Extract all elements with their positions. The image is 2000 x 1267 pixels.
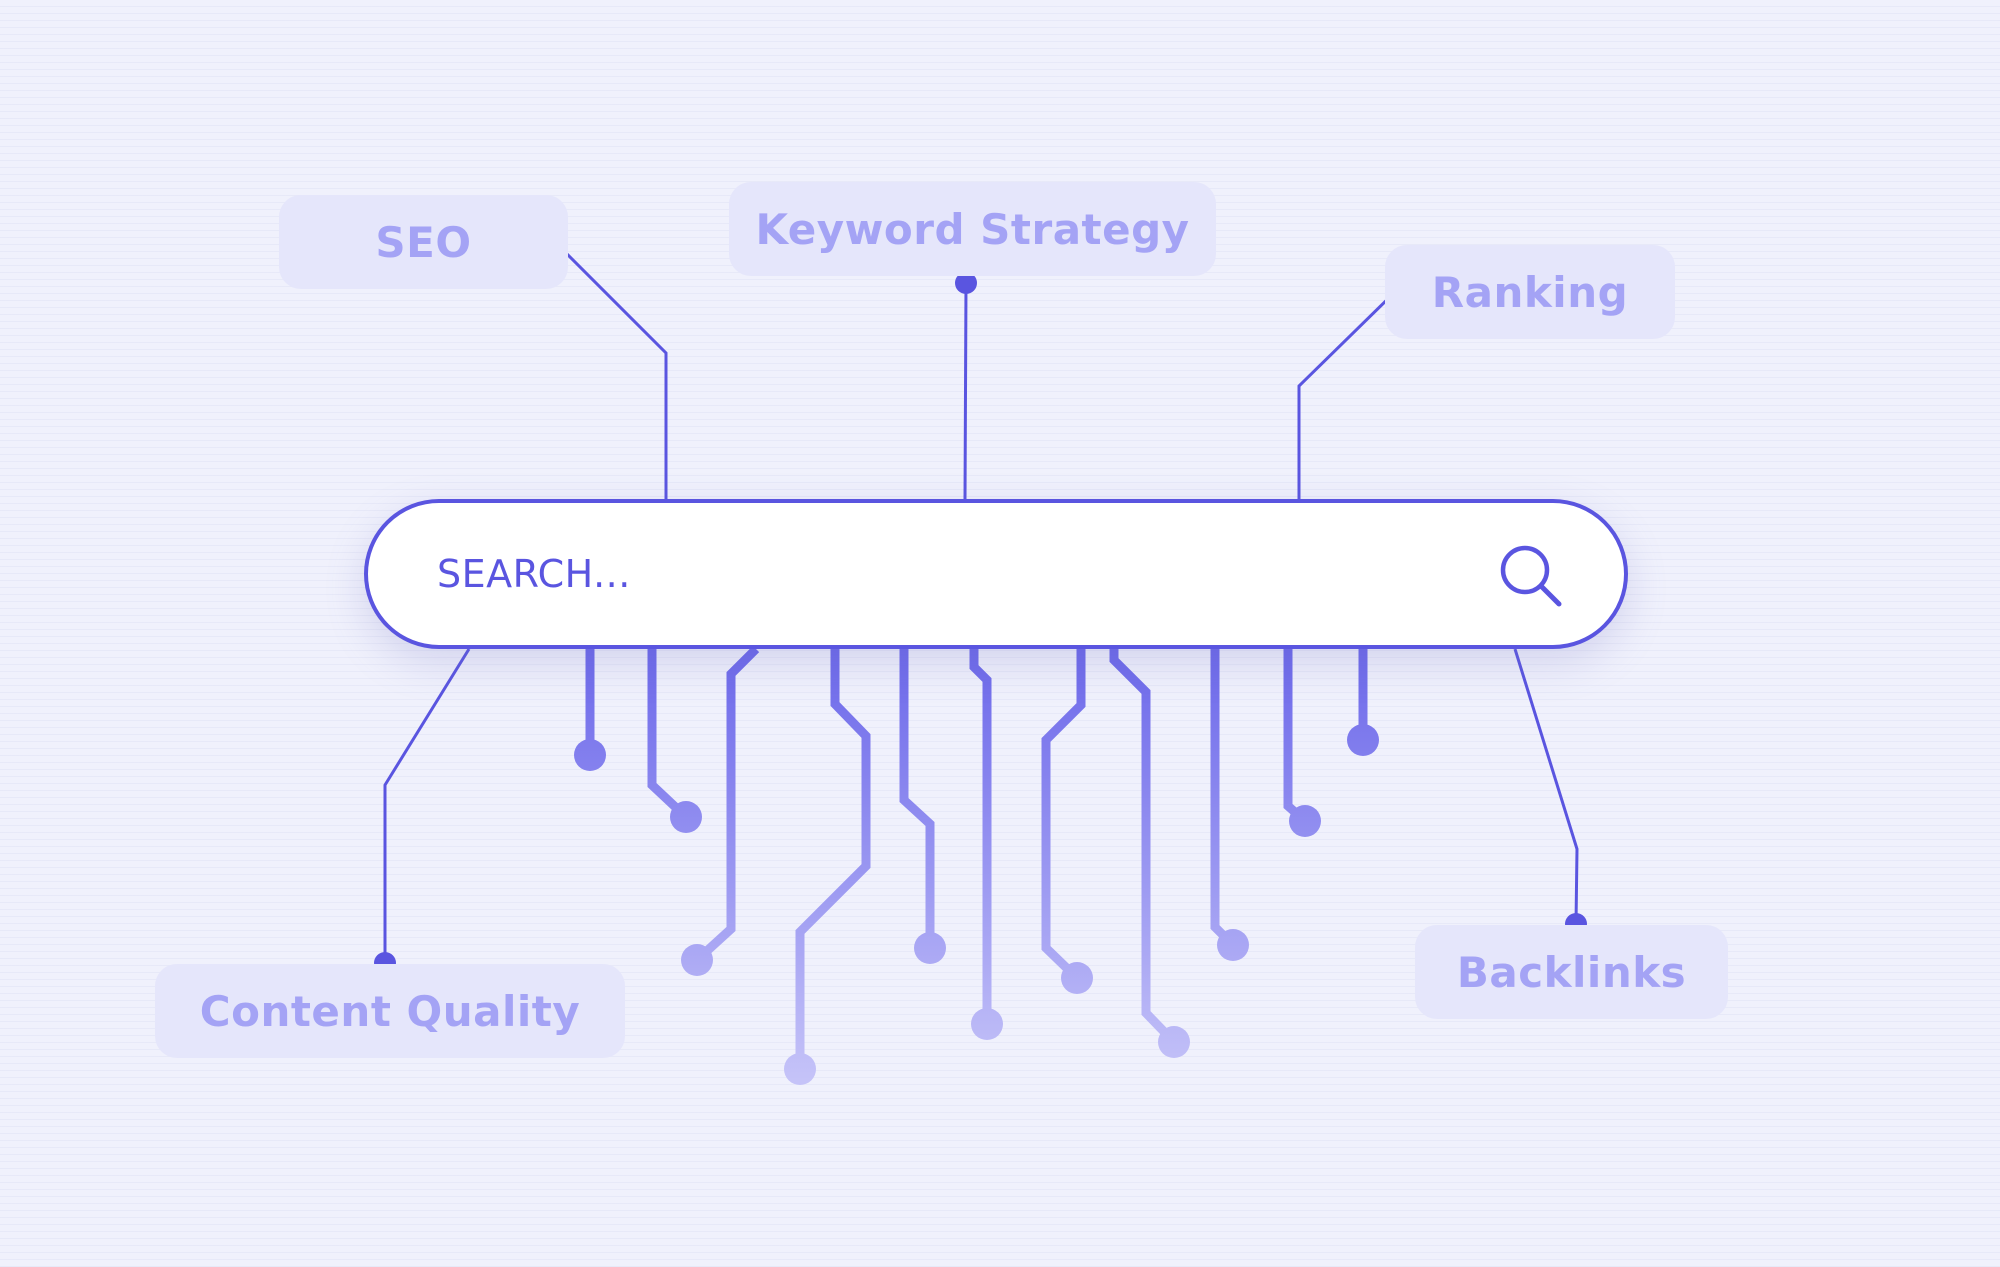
trace-node-10 [1289, 805, 1321, 837]
connector-ranking [1297, 288, 1399, 499]
trace-node-1 [574, 739, 606, 771]
search-bar[interactable]: SEARCH... [364, 499, 1628, 649]
tag-ranking: Ranking [1385, 245, 1675, 339]
connector-backlinks [1513, 648, 1579, 925]
tag-content-quality: Content Quality [155, 964, 625, 1058]
tag-backlinks: Backlinks [1415, 925, 1728, 1019]
tag-seo-label: SEO [375, 217, 472, 267]
trace-node-11 [1347, 724, 1379, 756]
tag-content-quality-label: Content Quality [199, 986, 581, 1036]
trace-2 [647, 649, 690, 821]
search-icon[interactable] [1496, 541, 1566, 611]
trace-node-9 [1217, 929, 1249, 961]
trace-node-6 [971, 1008, 1003, 1040]
search-input-placeholder[interactable]: SEARCH... [437, 552, 631, 596]
tag-ranking-label: Ranking [1431, 267, 1629, 317]
connector-seo [555, 242, 668, 499]
node-keyword [955, 272, 977, 294]
connector-keyword [963, 282, 968, 500]
trace-8 [1109, 649, 1178, 1046]
tag-keyword-strategy: Keyword Strategy [729, 182, 1216, 276]
trace-node-7 [1061, 962, 1093, 994]
tag-keyword-strategy-label: Keyword Strategy [755, 204, 1190, 254]
trace-node-5 [914, 932, 946, 964]
trace-node-4 [784, 1053, 816, 1085]
trace-7 [1041, 649, 1086, 982]
trace-3 [693, 645, 760, 964]
tag-backlinks-label: Backlinks [1456, 947, 1687, 997]
trace-6 [969, 649, 992, 1024]
connector-content [383, 648, 471, 963]
trace-10 [1283, 649, 1308, 825]
trace-9 [1210, 649, 1237, 949]
trace-node-2 [670, 801, 702, 833]
trace-5 [899, 649, 935, 948]
trace-4 [795, 649, 871, 1069]
trace-node-3 [681, 944, 713, 976]
trace-node-8 [1158, 1026, 1190, 1058]
tag-seo: SEO [279, 195, 568, 289]
